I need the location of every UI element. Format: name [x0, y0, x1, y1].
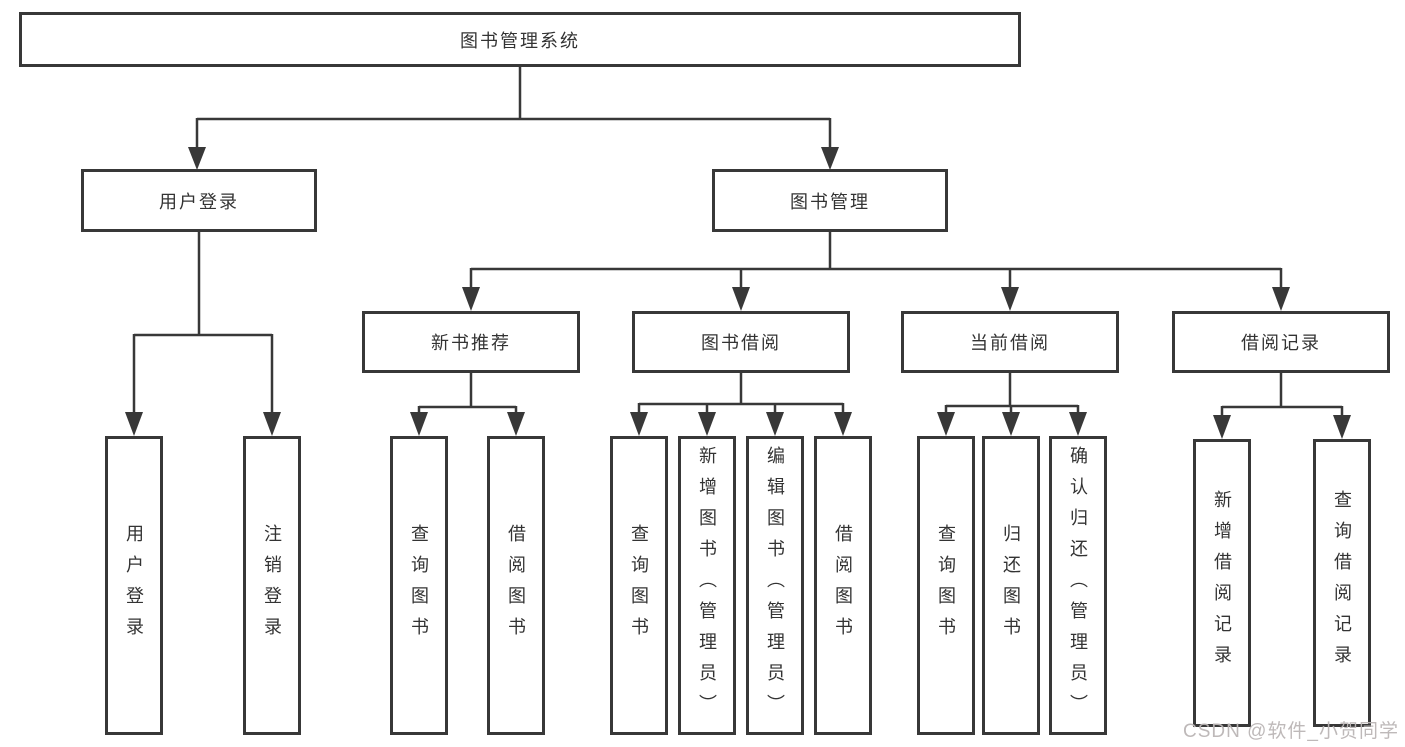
- connector-current-borrow: [944, 372, 1080, 414]
- connector-user-login: [132, 232, 274, 414]
- leaf-query-books-recommend: 查询图书: [390, 436, 448, 735]
- leaf-borrow-books-recommend: 借阅图书: [487, 436, 545, 735]
- leaf-query-books-borrow: 查询图书: [610, 436, 668, 735]
- node-library-management-system: 图书管理系统: [19, 12, 1021, 67]
- connector-book-borrow: [637, 372, 845, 414]
- leaf-add-book-admin: 新增图书（管理员）: [678, 436, 736, 735]
- leaf-add-borrow-record: 新增借阅记录: [1193, 439, 1251, 727]
- node-book-borrow: 图书借阅: [632, 311, 850, 373]
- leaf-borrow-books-borrow: 借阅图书: [814, 436, 872, 735]
- node-new-book-recommend: 新书推荐: [362, 311, 580, 373]
- leaf-confirm-return-admin: 确认归还（管理员）: [1049, 436, 1107, 735]
- node-current-borrow: 当前借阅: [901, 311, 1119, 373]
- connector-root: [195, 67, 832, 150]
- leaf-user-login: 用户登录: [105, 436, 163, 735]
- connector-new-book-recommend: [417, 372, 518, 414]
- leaf-return-book: 归还图书: [982, 436, 1040, 735]
- leaf-query-books-current: 查询图书: [917, 436, 975, 735]
- leaf-query-borrow-record: 查询借阅记录: [1313, 439, 1371, 727]
- node-book-management: 图书管理: [712, 169, 948, 232]
- leaf-edit-book-admin: 编辑图书（管理员）: [746, 436, 804, 735]
- connector-borrow-records: [1220, 372, 1344, 417]
- leaf-logout: 注销登录: [243, 436, 301, 735]
- arrowheads: [125, 147, 1351, 439]
- node-borrow-records: 借阅记录: [1172, 311, 1390, 373]
- watermark-text: CSDN @软件_小贺同学: [1183, 721, 1399, 742]
- connector-book-management: [469, 232, 1283, 290]
- node-user-login: 用户登录: [81, 169, 317, 232]
